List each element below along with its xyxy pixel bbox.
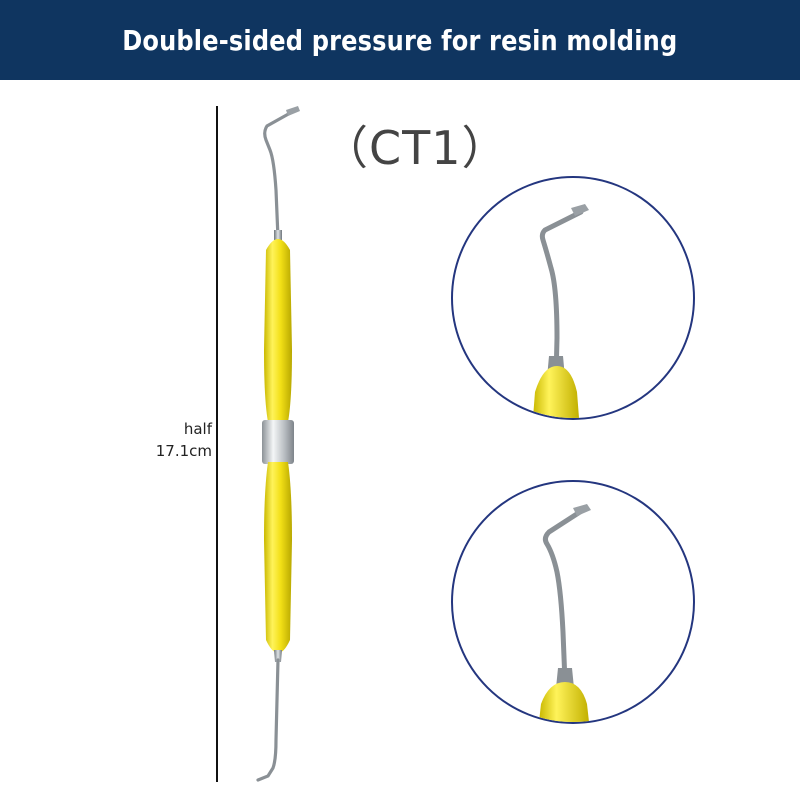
instrument-tip-closeup-bottom-icon: [539, 504, 591, 722]
bottom-tip: [256, 658, 280, 782]
model-label: （CT1）: [322, 121, 509, 175]
closeup-circle-bottom: [451, 480, 695, 724]
closeup-circle-top: [451, 176, 695, 420]
lower-handle: [264, 462, 292, 653]
dental-instrument-image: [256, 106, 300, 782]
header-banner: Double-sided pressure for resin molding: [0, 0, 800, 80]
page-title: Double-sided pressure for resin molding: [122, 23, 678, 57]
measurement-label-half: half: [183, 420, 212, 438]
upper-handle: [264, 239, 292, 422]
center-band: [262, 420, 294, 464]
top-tip: [263, 110, 294, 240]
instrument-tip-closeup-top-icon: [533, 204, 589, 418]
measurement-label-length: 17.1cm: [155, 442, 212, 460]
measurement-label: half 17.1cm: [150, 418, 212, 462]
measurement-line: [216, 106, 218, 782]
